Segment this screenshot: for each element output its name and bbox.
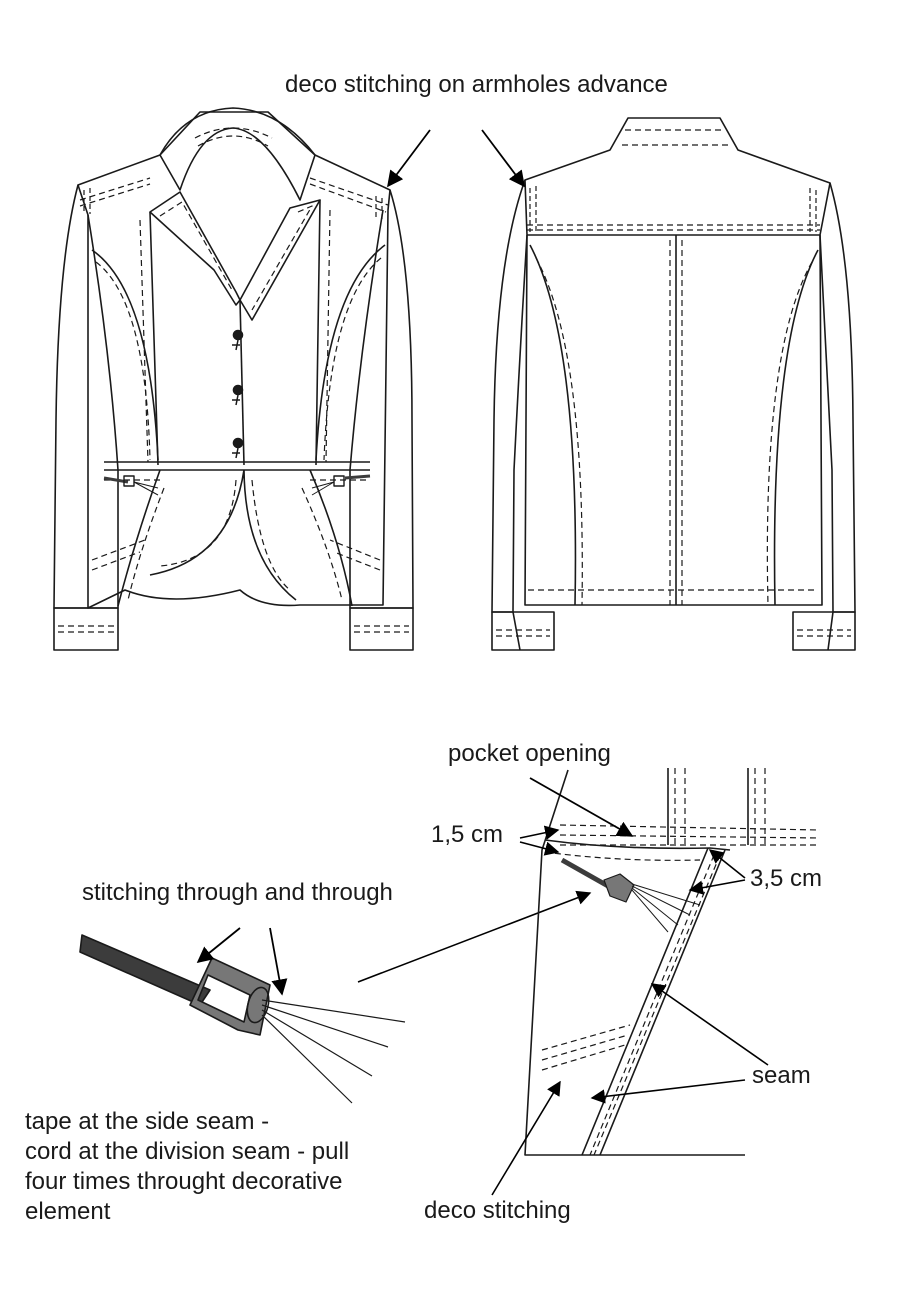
label-pocket-opening: pocket opening xyxy=(448,740,611,767)
back-left-sleeve xyxy=(491,179,528,613)
tape-note-line-4: element xyxy=(25,1198,111,1225)
label-tape-note: tape at the side seam - cord at the divi… xyxy=(25,1107,349,1227)
back-right-sleeve xyxy=(819,182,856,613)
pocket-detail xyxy=(491,768,821,1196)
label-deco-stitching: deco stitching xyxy=(424,1197,571,1224)
back-body-outline xyxy=(524,117,831,606)
decorative-buckle xyxy=(189,957,271,1036)
tape-note-line-3: four times throught decorative xyxy=(25,1168,343,1195)
label-armholes: deco stitching on armholes advance xyxy=(285,71,668,98)
label-seam: seam xyxy=(752,1062,811,1089)
back-right-cuff xyxy=(792,611,856,651)
front-left-lapel xyxy=(149,191,241,306)
jacket-front-view xyxy=(53,107,414,651)
front-right-cuff xyxy=(349,607,414,651)
label-stitching-through: stitching through and through xyxy=(82,879,393,906)
tape-strap xyxy=(79,934,211,1006)
front-left-sleeve xyxy=(53,184,119,609)
tape-note-line-2: cord at the division seam - pull xyxy=(25,1138,350,1165)
front-collar xyxy=(159,107,316,201)
armhole-arrow-front xyxy=(387,129,431,188)
front-right-sleeve xyxy=(349,189,414,609)
button-2 xyxy=(232,384,244,396)
back-left-cuff xyxy=(491,611,555,651)
front-left-cuff xyxy=(53,607,119,651)
tape-note-line-1: tape at the side seam - xyxy=(25,1108,270,1135)
buckle-detail xyxy=(79,890,592,1104)
armhole-arrow-back xyxy=(481,129,525,188)
front-right-lapel xyxy=(239,199,321,321)
button-1 xyxy=(232,329,244,341)
label-dim-3-5: 3,5 cm xyxy=(750,865,823,892)
jacket-back-view xyxy=(491,117,856,651)
front-body-outline xyxy=(77,111,391,609)
label-dim-1-5: 1,5 cm xyxy=(431,821,504,848)
button-3 xyxy=(232,437,244,449)
